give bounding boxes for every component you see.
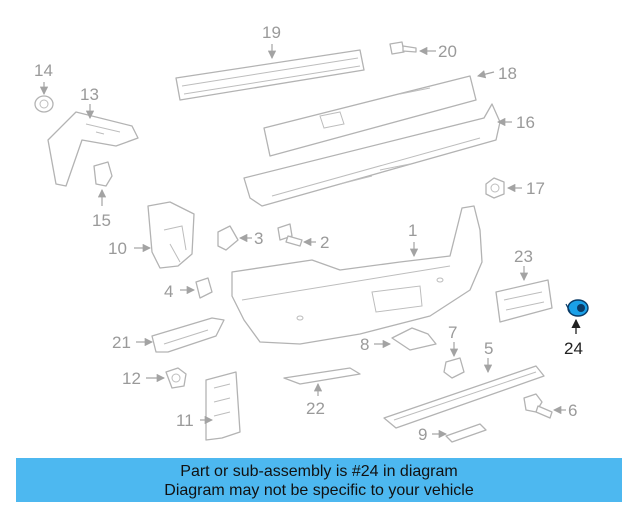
part-14-grommet <box>34 95 54 113</box>
callout-18: 18 <box>498 64 517 83</box>
part-3-retainer <box>217 225 239 251</box>
callout-5: 5 <box>484 339 493 358</box>
banner-line-1: Part or sub-assembly is #24 in diagram <box>180 463 458 480</box>
callout-23: 23 <box>514 247 533 266</box>
callout-24: 24 <box>564 339 583 358</box>
part-8-bracket <box>391 327 437 351</box>
part-21-lower-bracket <box>151 317 225 353</box>
part-24-highlighted-part <box>565 299 589 317</box>
part-4-clip <box>195 277 213 299</box>
callout-13: 13 <box>80 85 99 104</box>
callout-19: 19 <box>262 23 281 42</box>
info-banner: Part or sub-assembly is #24 in diagram D… <box>16 458 622 502</box>
callout-11: 11 <box>176 411 194 430</box>
part-12-bolt <box>165 367 187 389</box>
callout-2: 2 <box>320 233 329 252</box>
callout-20: 20 <box>438 42 457 61</box>
callout-17: 17 <box>526 179 545 198</box>
callout-14: 14 <box>34 61 53 80</box>
part-23-license-plate-bracket <box>495 279 553 323</box>
part-15-clip <box>93 161 113 187</box>
callout-1: 1 <box>408 221 417 240</box>
part-7-push-clip <box>443 357 465 379</box>
part-18-energy-absorber <box>263 75 477 157</box>
part-22-reflector <box>283 367 361 385</box>
part-6-screw <box>523 393 553 419</box>
part-16-bumper-bracket <box>243 103 501 207</box>
banner-line-2: Diagram may not be specific to your vehi… <box>164 482 474 499</box>
part-13-side-bracket <box>47 111 139 187</box>
callout-10: 10 <box>108 239 127 258</box>
part-11-mounting-bracket <box>205 371 241 441</box>
part-17-nut <box>485 177 505 199</box>
part-2-screw <box>277 223 303 247</box>
part-10-splash-guard <box>147 201 195 269</box>
part-5-lower-trim <box>383 365 545 429</box>
leader-18 <box>476 70 495 79</box>
callout-15: 15 <box>92 211 111 230</box>
callout-12: 12 <box>122 369 141 388</box>
callout-8: 8 <box>360 335 369 354</box>
part-20-bolt <box>389 41 417 55</box>
callout-22: 22 <box>306 399 325 418</box>
callout-6: 6 <box>568 401 577 420</box>
callout-7: 7 <box>448 323 457 342</box>
callout-16: 16 <box>516 113 535 132</box>
part-19-impact-bar <box>175 49 365 101</box>
part-9-retainer-strip <box>445 423 487 443</box>
callout-4: 4 <box>164 282 173 301</box>
part-1-bumper-cover <box>231 205 483 345</box>
callout-21: 21 <box>112 333 131 352</box>
callout-3: 3 <box>254 229 263 248</box>
callout-9: 9 <box>418 425 427 444</box>
